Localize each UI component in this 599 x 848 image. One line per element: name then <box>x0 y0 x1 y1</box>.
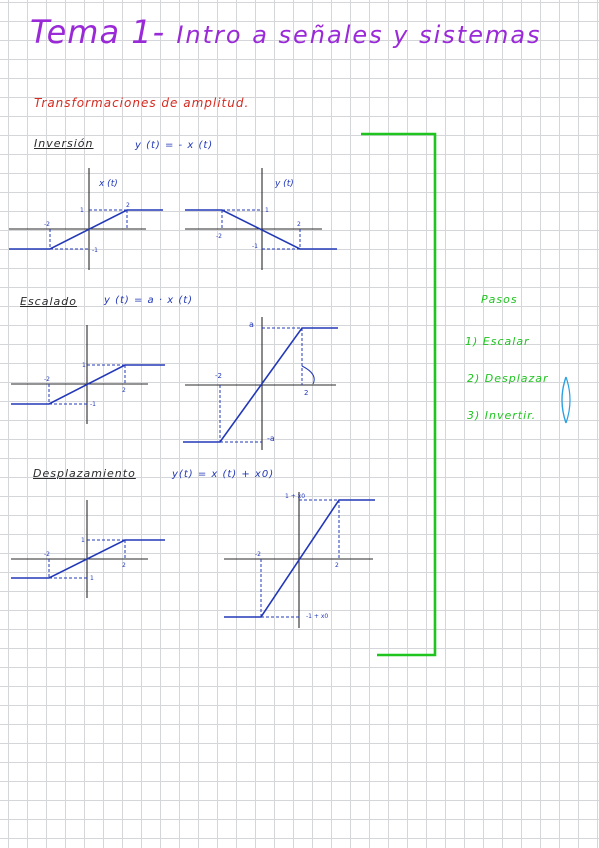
steps-annotation-mark <box>561 376 567 424</box>
tick-neg-x: -2 <box>44 551 50 558</box>
desplazamiento-heading: Desplazamiento <box>33 467 136 480</box>
step-item-1: 1) Escalar <box>465 335 530 348</box>
tick-pos-x: 2 <box>122 387 126 394</box>
tick-neg-y: -1 <box>92 247 98 254</box>
desplazamiento-graph-right: -2 2 1 + x0 -1 + x0 <box>224 492 375 628</box>
tick-neg-x: -2 <box>216 233 222 240</box>
graph-label: y (t) <box>274 179 294 189</box>
signal-y <box>185 209 337 250</box>
graph-label: x (t) <box>98 179 118 189</box>
escalado-graph-right: -2 2 a -a <box>183 317 338 450</box>
signal <box>224 499 375 618</box>
green-bracket <box>361 132 437 657</box>
annotation-curve <box>301 365 315 385</box>
signal <box>11 539 165 579</box>
tick-pos-y: 1 + x0 <box>285 493 305 500</box>
steps-heading: Pasos <box>481 293 518 306</box>
subtitle: Transformaciones de amplitud. <box>34 96 250 110</box>
tick-neg-x: -2 <box>215 372 222 380</box>
signal <box>11 364 165 405</box>
inversion-graph-left: x (t) -2 2 1 -1 <box>9 168 163 270</box>
step-item-2: 2) Desplazar <box>467 372 549 385</box>
tick-pos-x: 2 <box>297 221 301 228</box>
page-title: Tema 1- Intro a señales y sistemas <box>30 16 542 48</box>
escalado-graph-left: -2 2 1 -1 <box>11 325 165 424</box>
step-item-3: 3) Invertir. <box>467 409 537 422</box>
tick-pos-y: a <box>249 320 254 329</box>
desplazamiento-graph-left: -2 2 1 1 <box>11 500 165 598</box>
tick-pos-y: 1 <box>82 362 86 369</box>
tick-pos-y: 1 <box>81 537 85 544</box>
signal <box>183 327 338 443</box>
tick-neg-x: -2 <box>255 551 261 558</box>
tick-neg-y: -1 + x0 <box>306 613 328 620</box>
tick-neg-y: -1 <box>252 243 258 250</box>
inversion-graph-right: y (t) -2 2 1 -1 <box>185 168 337 270</box>
tick-neg-y: -a <box>267 434 275 443</box>
steps-annotation-mark-2 <box>565 376 571 424</box>
tick-pos-x: 2 <box>335 562 339 569</box>
tick-pos-y: 1 <box>265 207 269 214</box>
tick-neg-x: -2 <box>44 376 50 383</box>
tick-pos-y: 1 <box>80 207 84 214</box>
tick-pos-x: 2 <box>126 202 130 209</box>
tick-neg-x: -2 <box>44 221 50 228</box>
title-part2: Intro a señales y sistemas <box>176 21 542 49</box>
signal-x <box>9 209 163 250</box>
inversion-heading: Inversión <box>34 137 94 150</box>
tick-pos-x: 2 <box>304 389 308 397</box>
tick-pos-x: 2 <box>122 562 126 569</box>
tick-neg-y: 1 <box>90 575 94 582</box>
escalado-equation: y (t) = a · x (t) <box>104 295 194 306</box>
escalado-heading: Escalado <box>20 295 77 308</box>
inversion-equation: y (t) = - x (t) <box>135 140 214 151</box>
title-part1: Tema 1- <box>30 13 166 51</box>
tick-neg-y: -1 <box>90 401 96 408</box>
desplazamiento-equation: y(t) = x (t) + x0) <box>172 469 275 480</box>
